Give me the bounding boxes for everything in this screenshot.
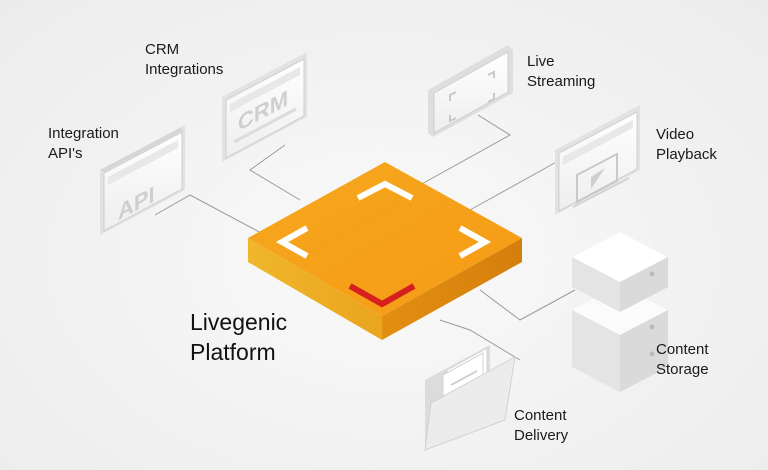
platform-top bbox=[248, 162, 522, 316]
content-delivery-icon bbox=[424, 345, 516, 451]
label-video-playback: Video Playback bbox=[656, 125, 717, 165]
platform-title-line1: Livegenic bbox=[190, 309, 288, 335]
platform-title-line2: Platform bbox=[190, 339, 276, 365]
label-delivery-line1: Content bbox=[514, 407, 567, 424]
crm-icon: CRM bbox=[222, 52, 307, 162]
platform-left-side bbox=[248, 238, 382, 340]
platform-right-side bbox=[382, 238, 522, 340]
label-integration-apis: Integration API's bbox=[48, 124, 119, 164]
platform-title: Livegenic Platform bbox=[190, 307, 287, 367]
label-video-line2: Playback bbox=[656, 146, 717, 163]
label-video-line1: Video bbox=[656, 126, 695, 143]
platform-block bbox=[248, 162, 522, 340]
connector-api bbox=[154, 194, 266, 236]
connector-crm bbox=[249, 144, 301, 201]
label-crm-line2: Integrations bbox=[145, 61, 224, 78]
connector-storage bbox=[479, 289, 576, 321]
label-live-line1: Live bbox=[527, 53, 555, 70]
label-crm-line1: CRM bbox=[145, 41, 180, 58]
label-live-line2: Streaming bbox=[527, 73, 596, 90]
label-content-storage: Content Storage bbox=[656, 340, 709, 380]
live-streaming-icon bbox=[428, 45, 513, 137]
label-content-delivery: Content Delivery bbox=[514, 406, 568, 446]
label-live-streaming: Live Streaming bbox=[527, 52, 595, 92]
platform-corner-left bbox=[275, 225, 309, 259]
connector-delivery bbox=[439, 319, 521, 361]
label-storage-line1: Content bbox=[656, 341, 709, 358]
platform-corner-right bbox=[458, 225, 492, 259]
label-storage-line2: Storage bbox=[656, 361, 709, 378]
connector-live bbox=[419, 114, 511, 186]
label-delivery-line2: Delivery bbox=[514, 427, 569, 444]
connector-video bbox=[469, 159, 561, 211]
label-api-line2: API's bbox=[48, 145, 83, 162]
connectors bbox=[154, 114, 576, 361]
platform-corner-bottom bbox=[348, 283, 416, 308]
video-playback-icon bbox=[555, 105, 640, 215]
content-storage-icon bbox=[572, 232, 668, 392]
label-api-line1: Integration bbox=[48, 125, 119, 142]
platform-corner-top bbox=[356, 180, 414, 201]
label-crm-integrations: CRM Integrations bbox=[145, 40, 223, 80]
